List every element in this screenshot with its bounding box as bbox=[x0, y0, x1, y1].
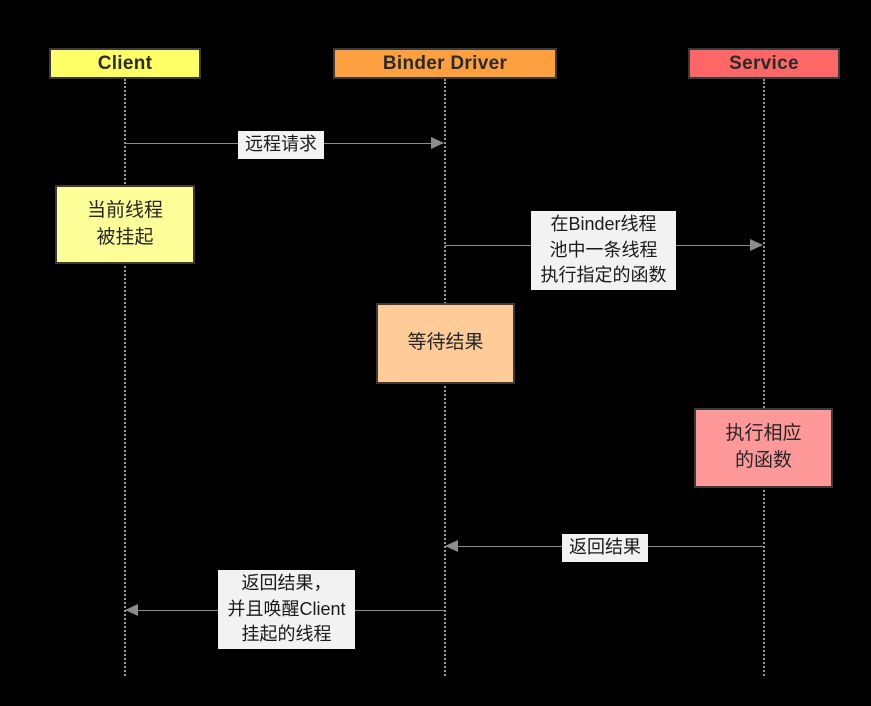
message-label-remote-request: 远程请求 bbox=[238, 131, 324, 159]
arrow-head-binder-thread-pool-exec bbox=[750, 239, 763, 251]
lifeline-service bbox=[763, 79, 765, 676]
message-label-return-result-wake-client: 返回结果， 并且唤醒Client 挂起的线程 bbox=[218, 570, 355, 650]
note-waiting-for-result[interactable]: 等待结果 bbox=[376, 303, 515, 384]
participant-binder-driver-label: Binder Driver bbox=[382, 52, 508, 74]
lifeline-client bbox=[124, 79, 126, 676]
participant-service-label: Service bbox=[729, 52, 799, 74]
arrow-head-return-result-wake-client bbox=[125, 604, 138, 616]
note-waiting-for-result-label: 等待结果 bbox=[407, 332, 484, 354]
message-label-binder-thread-pool-exec: 在Binder线程 池中一条线程 执行指定的函数 bbox=[531, 211, 676, 291]
participant-service[interactable]: Service bbox=[688, 48, 840, 79]
note-execute-function-label: 执行相应 的函数 bbox=[725, 423, 802, 471]
message-label-return-result: 返回结果 bbox=[562, 534, 648, 562]
participant-client-label: Client bbox=[97, 52, 153, 74]
arrow-head-return-result bbox=[445, 540, 458, 552]
participant-client[interactable]: Client bbox=[49, 48, 201, 79]
note-client-thread-suspended-label: 当前线程 被挂起 bbox=[86, 199, 163, 248]
note-execute-function[interactable]: 执行相应 的函数 bbox=[694, 408, 833, 488]
note-client-thread-suspended[interactable]: 当前线程 被挂起 bbox=[55, 185, 195, 264]
participant-binder-driver[interactable]: Binder Driver bbox=[333, 48, 557, 79]
arrow-head-remote-request bbox=[431, 137, 444, 149]
